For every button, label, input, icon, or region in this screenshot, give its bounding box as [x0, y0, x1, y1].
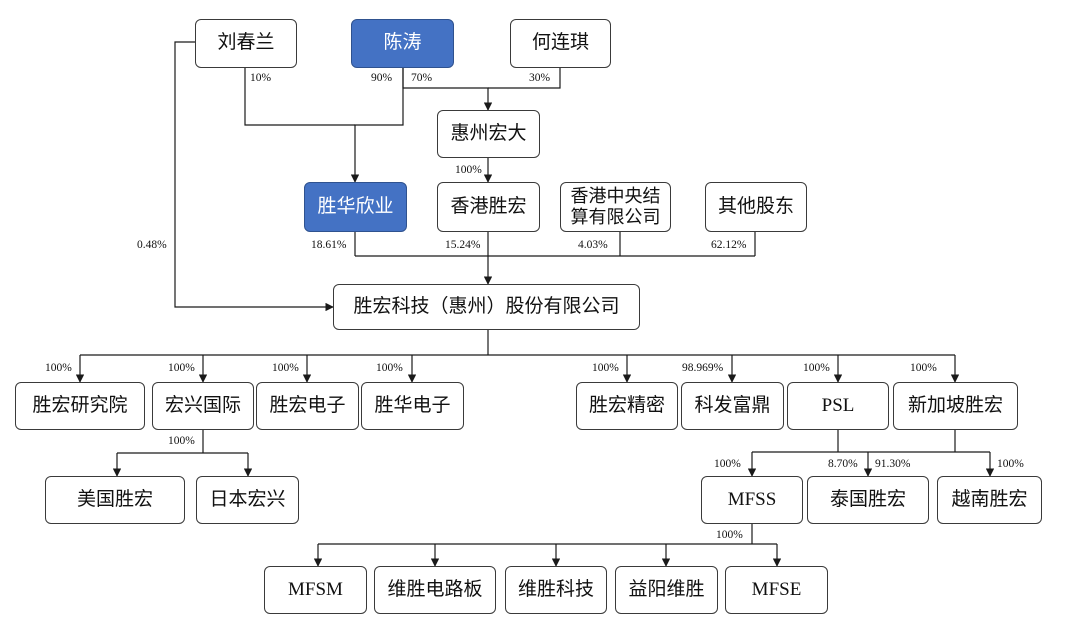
entity-japan-hongxing: 日本宏兴: [196, 476, 299, 524]
entity-singapore-shenghong: 新加坡胜宏: [893, 382, 1018, 430]
entity-psl: PSL: [787, 382, 889, 430]
pct-he-to-hongda: 30%: [529, 72, 551, 84]
entity-yiyang-weisheng: 益阳维胜: [615, 566, 718, 614]
pct-chen-to-hongda: 70%: [411, 72, 433, 84]
entity-kefa-fuding: 科发富鼎: [681, 382, 784, 430]
entity-weisheng-pcb: 维胜电路板: [374, 566, 496, 614]
entity-hk-shenghong: 香港胜宏: [437, 182, 540, 232]
pct-psl-to-mfss: 100%: [714, 458, 741, 470]
entity-hk-ccass: 香港中央结算有限公司: [560, 182, 671, 232]
entity-thailand-shenghong: 泰国胜宏: [807, 476, 929, 524]
pct-hongxing-to-subs: 100%: [168, 435, 195, 447]
pct-liu-to-xinye: 10%: [250, 72, 272, 84]
pct-hongda-to-hk: 100%: [455, 164, 482, 176]
entity-huizhou-hongda: 惠州宏大: [437, 110, 540, 158]
entity-hongxing-intl: 宏兴国际: [152, 382, 254, 430]
entity-vietnam-shenghong: 越南胜宏: [937, 476, 1042, 524]
pct-to-singapore: 100%: [910, 362, 937, 374]
pct-liu-to-company: 0.48%: [137, 239, 167, 251]
line-he-to-hongda: [488, 68, 561, 89]
pct-to-shenghong-elec: 100%: [272, 362, 299, 374]
line-chen-to-hongda: [402, 68, 493, 111]
pct-to-kefa: 98.969%: [682, 362, 724, 374]
pct-to-shenghua-elec: 100%: [376, 362, 403, 374]
entity-mfss: MFSS: [701, 476, 803, 524]
pct-singapore-to-vietnam: 100%: [997, 458, 1024, 470]
entity-mfse: MFSE: [725, 566, 828, 614]
entity-liu-chunlan: 刘春兰: [195, 19, 297, 68]
pct-to-psl: 100%: [803, 362, 830, 374]
entity-weisheng-tech: 维胜科技: [505, 566, 607, 614]
entity-other-shareholders: 其他股东: [705, 182, 807, 232]
entity-company: 胜宏科技（惠州）股份有限公司: [333, 284, 640, 330]
pct-singapore-to-thailand: 91.30%: [875, 458, 911, 470]
entity-chen-tao: 陈涛: [351, 19, 454, 68]
pct-to-research: 100%: [45, 362, 72, 374]
entity-shenghua-xinye: 胜华欣业: [304, 182, 407, 232]
line-liu-to-company: [174, 41, 334, 312]
entity-shenghong-precision: 胜宏精密: [576, 382, 678, 430]
line-liu-to-xinye: [244, 68, 355, 126]
pct-chen-to-xinye: 90%: [371, 72, 393, 84]
entity-research-institute: 胜宏研究院: [15, 382, 145, 430]
pct-psl-to-thailand: 8.70%: [828, 458, 858, 470]
pct-mfss-to-subs: 100%: [716, 529, 743, 541]
pct-ccass-to-company: 4.03%: [578, 239, 608, 251]
pct-other-to-company: 62.12%: [711, 239, 747, 251]
line-chen-to-xinye: [350, 68, 404, 183]
entity-shenghua-electronics: 胜华电子: [361, 382, 464, 430]
entity-mfsm: MFSM: [264, 566, 367, 614]
entity-shenghong-electronics: 胜宏电子: [256, 382, 359, 430]
pct-hk-to-company: 15.24%: [445, 239, 481, 251]
pct-to-hongxing: 100%: [168, 362, 195, 374]
entity-usa-shenghong: 美国胜宏: [45, 476, 185, 524]
pct-to-precision: 100%: [592, 362, 619, 374]
entity-he-lianqi: 何连琪: [510, 19, 611, 68]
pct-xinye-to-company: 18.61%: [311, 239, 347, 251]
